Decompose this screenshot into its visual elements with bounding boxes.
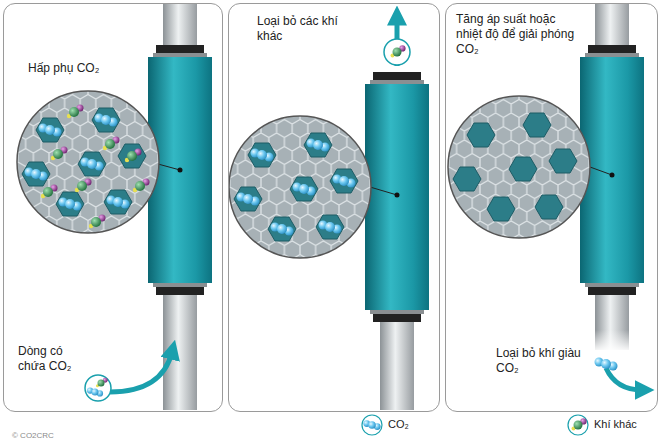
copyright-watermark: © CO2CRC (12, 431, 54, 440)
step-note: Dòng có chứa CO₂ (18, 344, 82, 374)
step-heading: Loại bỏ các khí khác (257, 14, 349, 44)
step-heading: Tăng áp suất hoặc nhiệt độ để giải phóng… (456, 12, 584, 57)
step-heading: Hấp phụ CO₂ (28, 61, 148, 76)
legend-text: CO₂ (388, 418, 409, 431)
step-note: Loại bỏ khí giàu CO₂ (496, 346, 584, 376)
legend-text: Khí khác (594, 418, 637, 431)
process-panel: Tăng áp suất hoặc nhiệt độ để giải phóng… (445, 3, 658, 412)
process-panel: Hấp phụ CO₂ Dòng có chứa CO₂ (3, 3, 223, 412)
process-panel: Loại bỏ các khí khác (228, 3, 440, 412)
